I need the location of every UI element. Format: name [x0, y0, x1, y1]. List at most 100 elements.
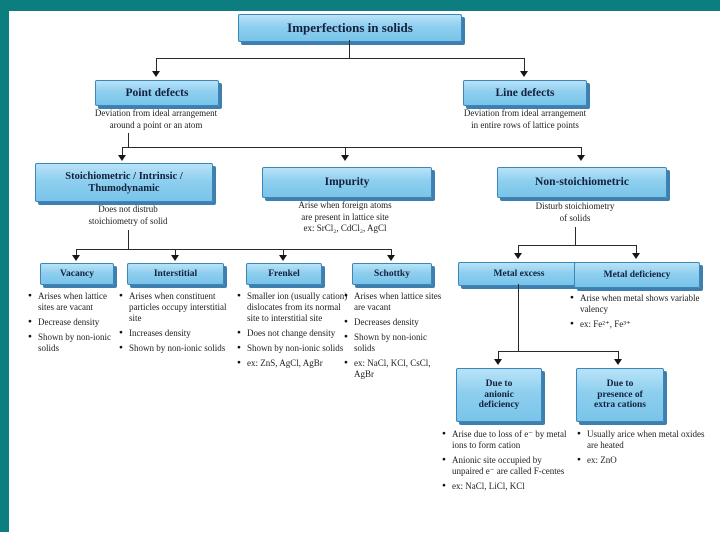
connector-line	[498, 351, 618, 352]
connector-line	[349, 40, 350, 58]
caption-line: Deviation from ideal arrangement	[94, 108, 218, 118]
interstitial-bullet-list: Arises when constituent particles occupy…	[119, 291, 231, 358]
arrow-down-icon	[514, 253, 522, 259]
connector-line	[156, 58, 524, 59]
arrow-down-icon	[152, 71, 160, 77]
list-item: Increases density	[119, 328, 231, 339]
arrow-down-icon	[118, 155, 126, 161]
arrow-down-icon	[387, 255, 395, 261]
caption-line: stoichiometry of solid	[88, 215, 168, 226]
node-metal-excess: Metal excess	[458, 262, 580, 286]
arrow-down-icon	[632, 253, 640, 259]
connector-line	[498, 351, 499, 360]
node-point-defects: Point defects	[95, 80, 219, 106]
anionic-deficiency-bullet-list: Arise due to loss of e⁻ by metal ions to…	[442, 429, 568, 496]
connector-line	[518, 245, 519, 254]
connector-line	[575, 227, 576, 245]
arrow-down-icon	[494, 359, 502, 365]
list-item: Usually arice when metal oxides are heat…	[577, 429, 710, 451]
node-interstitial: Interstitial	[127, 263, 224, 285]
connector-line	[524, 58, 525, 72]
node-impurity: Impurity	[262, 167, 432, 198]
list-item: Shown by non-ionic solids	[28, 332, 118, 354]
caption-line: in entire rows of lattice points	[471, 119, 579, 130]
node-metal-deficiency: Metal deficiency	[574, 262, 700, 288]
connector-line	[518, 245, 636, 246]
node-label: anionic	[484, 389, 514, 400]
arrow-down-icon	[520, 71, 528, 77]
arrow-down-icon	[341, 155, 349, 161]
node-label: Thumodynamic	[88, 182, 160, 194]
node-label: Impurity	[324, 176, 370, 189]
list-item: Does not change density	[237, 328, 351, 339]
list-item: Decrease density	[28, 317, 118, 328]
caption-line-defects: Deviation from ideal arrangement in enti…	[427, 108, 623, 131]
node-imperfections-in-solids: Imperfections in solids	[238, 14, 462, 42]
vacancy-bullet-list: Arises when lattice sites are vacant Dec…	[28, 291, 118, 358]
node-label: Due to	[606, 379, 634, 390]
slide-bottom-border	[0, 0, 720, 11]
connector-line	[76, 249, 77, 256]
caption-line: ex: SrCl₂, CdCl₂, AgCl	[303, 223, 387, 234]
list-item: Shown by non-ionic solids	[237, 343, 351, 354]
caption-impurity: Arise when foreign atoms are present in …	[262, 200, 428, 235]
list-item: ex: Fe²⁺, Fe³⁺	[570, 319, 708, 330]
caption-point-defects: Deviation from ideal arrangement around …	[58, 108, 254, 131]
node-due-to-extra-cations: Due to presence of extra cations	[576, 368, 664, 422]
node-due-to-anionic-deficiency: Due to anionic deficiency	[456, 368, 542, 422]
caption-line: are present in lattice site	[301, 211, 389, 222]
node-label: Line defects	[495, 86, 555, 99]
arrow-down-icon	[171, 255, 179, 261]
list-item: Shown by non-ionic solids	[119, 343, 231, 354]
list-item: Arises when constituent particles occupy…	[119, 291, 231, 324]
list-item: Arise when metal shows variable valency	[570, 293, 708, 315]
node-label: Metal excess	[493, 268, 545, 279]
caption-line: Deviation from ideal arrangement	[463, 108, 587, 118]
connector-line	[175, 249, 176, 256]
list-item: Anionic site occupied by unpaired e⁻ are…	[442, 455, 568, 477]
node-label: Metal deficiency	[603, 269, 671, 280]
caption-stoichiometric: Does not distrub stoichiometry of solid	[40, 204, 216, 227]
list-item: ex: NaCl, KCl, CsCl, AgBr	[344, 358, 446, 380]
connector-line	[76, 249, 391, 250]
caption-line: Does not distrub	[98, 204, 158, 214]
list-item: ex: ZnO	[577, 455, 710, 466]
node-label: Point defects	[125, 86, 189, 99]
connector-line	[391, 249, 392, 256]
caption-line: around a point or an atom	[109, 119, 203, 130]
node-label: presence of	[597, 389, 643, 400]
list-item: Smaller ion (usually cation) dislocates …	[237, 291, 351, 324]
frenkel-bullet-list: Smaller ion (usually cation) dislocates …	[237, 291, 351, 373]
node-label: Due to	[485, 379, 513, 390]
list-item: Decreases density	[344, 317, 446, 328]
node-label: Stoichiometric / Intrinsic /	[65, 170, 183, 182]
metal-deficiency-bullet-list: Arise when metal shows variable valency …	[570, 293, 708, 334]
connector-line	[345, 147, 346, 156]
node-stoichiometric: Stoichiometric / Intrinsic / Thumodynami…	[35, 163, 213, 202]
caption-non-stoichiometric: Disturb stoichiometry of solids	[495, 201, 655, 224]
list-item: Arises when lattice sites are vacant	[344, 291, 446, 313]
node-label: extra cations	[594, 400, 646, 411]
connector-line	[122, 147, 123, 156]
connector-line	[122, 147, 581, 148]
arrow-down-icon	[72, 255, 80, 261]
node-schottky: Schottky	[352, 263, 432, 285]
node-line-defects: Line defects	[463, 80, 587, 106]
arrow-down-icon	[614, 359, 622, 365]
node-non-stoichiometric: Non-stoichiometric	[497, 167, 667, 198]
connector-line	[581, 147, 582, 156]
arrow-down-icon	[279, 255, 287, 261]
slide-left-border	[0, 0, 9, 532]
arrow-down-icon	[577, 155, 585, 161]
connector-line	[128, 230, 129, 249]
node-label: Non-stoichiometric	[535, 176, 629, 189]
list-item: Arises when lattice sites are vacant	[28, 291, 118, 313]
node-vacancy: Vacancy	[40, 263, 114, 285]
extra-cations-bullet-list: Usually arice when metal oxides are heat…	[577, 429, 710, 470]
connector-line	[283, 249, 284, 256]
caption-line: Arise when foreign atoms	[298, 200, 392, 210]
node-frenkel: Frenkel	[246, 263, 322, 285]
connector-line	[518, 284, 519, 351]
connector-line	[156, 58, 157, 72]
